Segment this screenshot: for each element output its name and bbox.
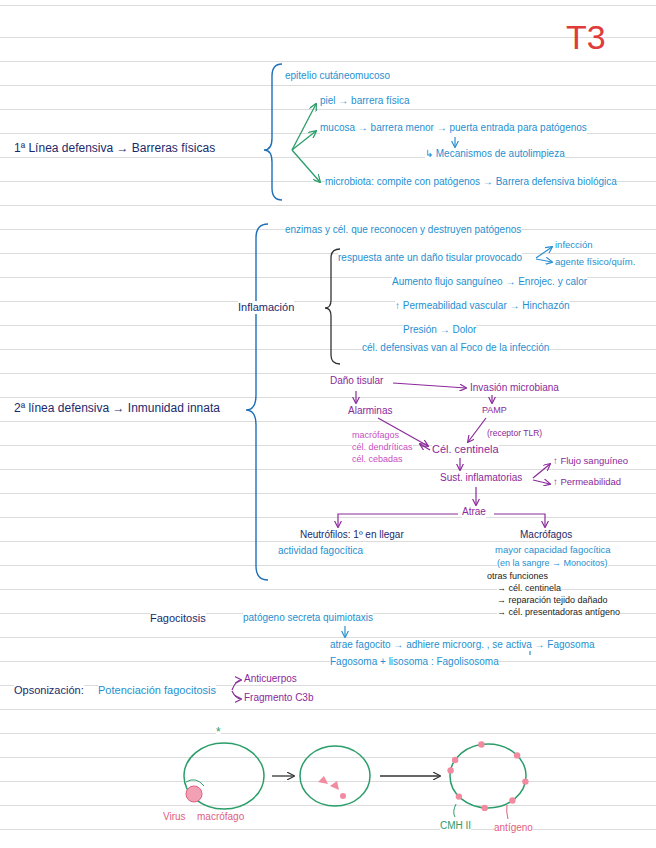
note-text: macrófago	[197, 811, 244, 823]
note-text: Cél. centinela	[432, 443, 499, 456]
flow-arrow	[491, 395, 492, 403]
note-text: cél. dendríticas	[352, 442, 413, 452]
note-text: Virus	[163, 811, 186, 823]
note-text: cél. cebadas	[352, 454, 403, 464]
brace	[246, 224, 268, 580]
virus-fragment	[330, 781, 339, 790]
note-text: antígeno	[494, 822, 533, 834]
flow-arrow	[468, 418, 486, 442]
note-text: Invasión microbiana	[470, 382, 559, 394]
fan-arrow	[292, 131, 316, 150]
note-text: Inflamación	[238, 301, 294, 314]
note-text: mayor capacidad fagocítica	[495, 545, 611, 556]
antigen-dot	[514, 752, 520, 758]
note-text: (receptor TLR)	[487, 429, 542, 439]
antigen-dot	[509, 797, 515, 803]
note-text: Fagosoma + lisosoma : Fagolisosoma	[330, 656, 499, 668]
note-text: ↑ Permeabilidad	[553, 477, 621, 488]
note-text: → cél. centinela	[497, 583, 561, 593]
note-text: epitelio cutáneomucoso	[285, 70, 390, 82]
step-arrow	[380, 775, 440, 776]
flow-arrow	[393, 383, 466, 388]
note-text: Potenciación fagocitosis	[98, 684, 216, 697]
engulf-arc	[186, 780, 204, 786]
note-text: actividad fagocítica	[278, 545, 363, 557]
note-text: microbiota: compite con patógenos → Barr…	[325, 176, 617, 188]
leader-line	[454, 804, 456, 817]
flow-arrow	[355, 391, 356, 403]
note-text: mucosa → barrera menor → puerta entrada …	[320, 122, 587, 134]
note-text: ↑ Flujo sanguíneo	[553, 456, 628, 467]
down-arrow	[344, 626, 345, 637]
note-text: → cél. presentadoras antígeno	[497, 607, 620, 617]
note-text: Sust. inflamatorias	[440, 472, 522, 484]
note-text: ↳ Mecanismos de autolimpieza	[425, 148, 565, 160]
branch-arrow	[536, 259, 552, 262]
virus	[186, 786, 202, 802]
note-text: (en la sangre → Monocitos)	[497, 558, 608, 568]
brace	[264, 64, 282, 200]
note-text: Alarminas	[348, 405, 392, 417]
antigen-dot	[452, 757, 458, 763]
note-text: PAMP	[482, 405, 507, 415]
branch-arrow	[232, 691, 241, 699]
note-text: Macrófagos	[520, 529, 572, 541]
note-text: Atrae	[462, 506, 486, 518]
down-arrow	[454, 137, 455, 147]
note-text: 1ª Línea defensiva → Barreras físicas	[14, 142, 215, 156]
macrophage-cell	[450, 744, 526, 808]
flow-arrow	[533, 464, 550, 478]
macrophage-cell	[184, 743, 264, 809]
note-text: respuesta ante un daño tisular provocado	[338, 252, 522, 264]
note-text: *	[216, 726, 221, 740]
note-text: Daño tisular	[330, 375, 383, 387]
note-text: Opsonización:	[14, 684, 84, 697]
note-text: ↑ Permeabilidad vascular → Hinchazón	[395, 300, 570, 312]
note-text: Neutrófilos: 1º en llegar	[300, 529, 404, 541]
flow-arrow	[475, 487, 476, 505]
note-text: atrae fagocito → adhiere microorg. , se …	[330, 639, 595, 651]
virus-fragment	[318, 776, 328, 784]
antigen-dot	[482, 805, 488, 811]
note-text: Fagocitosis	[150, 612, 206, 625]
fan-arrow	[292, 104, 316, 150]
note-text: Fragmento C3b	[244, 692, 313, 704]
note-text: Anticuerpos	[244, 673, 297, 685]
note-text: CMH II	[440, 820, 471, 832]
antigen-dot	[447, 767, 453, 773]
note-text: enzimas y cél. que reconocen y destruyen…	[285, 224, 521, 236]
flow-arrow	[420, 444, 430, 450]
note-text: 2ª línea defensiva → Inmunidad innata	[14, 402, 220, 416]
note-text: patógeno secreta quimiotaxis	[243, 612, 373, 624]
note-text: cél. defensivas van al Foco de la infecc…	[362, 342, 549, 354]
note-text: macrófagos	[352, 430, 399, 440]
down-arrow	[529, 651, 530, 655]
leader-line	[507, 805, 508, 819]
antigen-dot	[456, 793, 462, 799]
branch-arrow	[232, 680, 241, 690]
note-text: Presión → Dolor	[403, 324, 476, 336]
note-text: Aumento flujo sanguíneo → Enrojec. y cal…	[392, 276, 587, 288]
split-line	[494, 514, 545, 527]
note-text: otras funciones	[487, 571, 548, 581]
note-text: piel → barrera física	[320, 95, 409, 107]
note-text: agente físico/quím.	[555, 257, 635, 268]
page-title: T3	[566, 20, 606, 54]
antigen-dot	[478, 741, 484, 747]
virus-fragment	[340, 793, 346, 799]
brace	[325, 249, 340, 364]
split-line	[338, 514, 458, 527]
note-text: → reparación tejido dañado	[497, 595, 608, 605]
antigen-dot	[522, 778, 528, 784]
branch-arrow	[536, 247, 552, 258]
note-text: infección	[555, 240, 593, 251]
fan-arrow	[292, 150, 320, 182]
macrophage-cell	[300, 746, 370, 806]
flow-arrow	[533, 480, 550, 484]
step-arrow	[272, 775, 294, 776]
flow-arrow	[459, 458, 460, 470]
